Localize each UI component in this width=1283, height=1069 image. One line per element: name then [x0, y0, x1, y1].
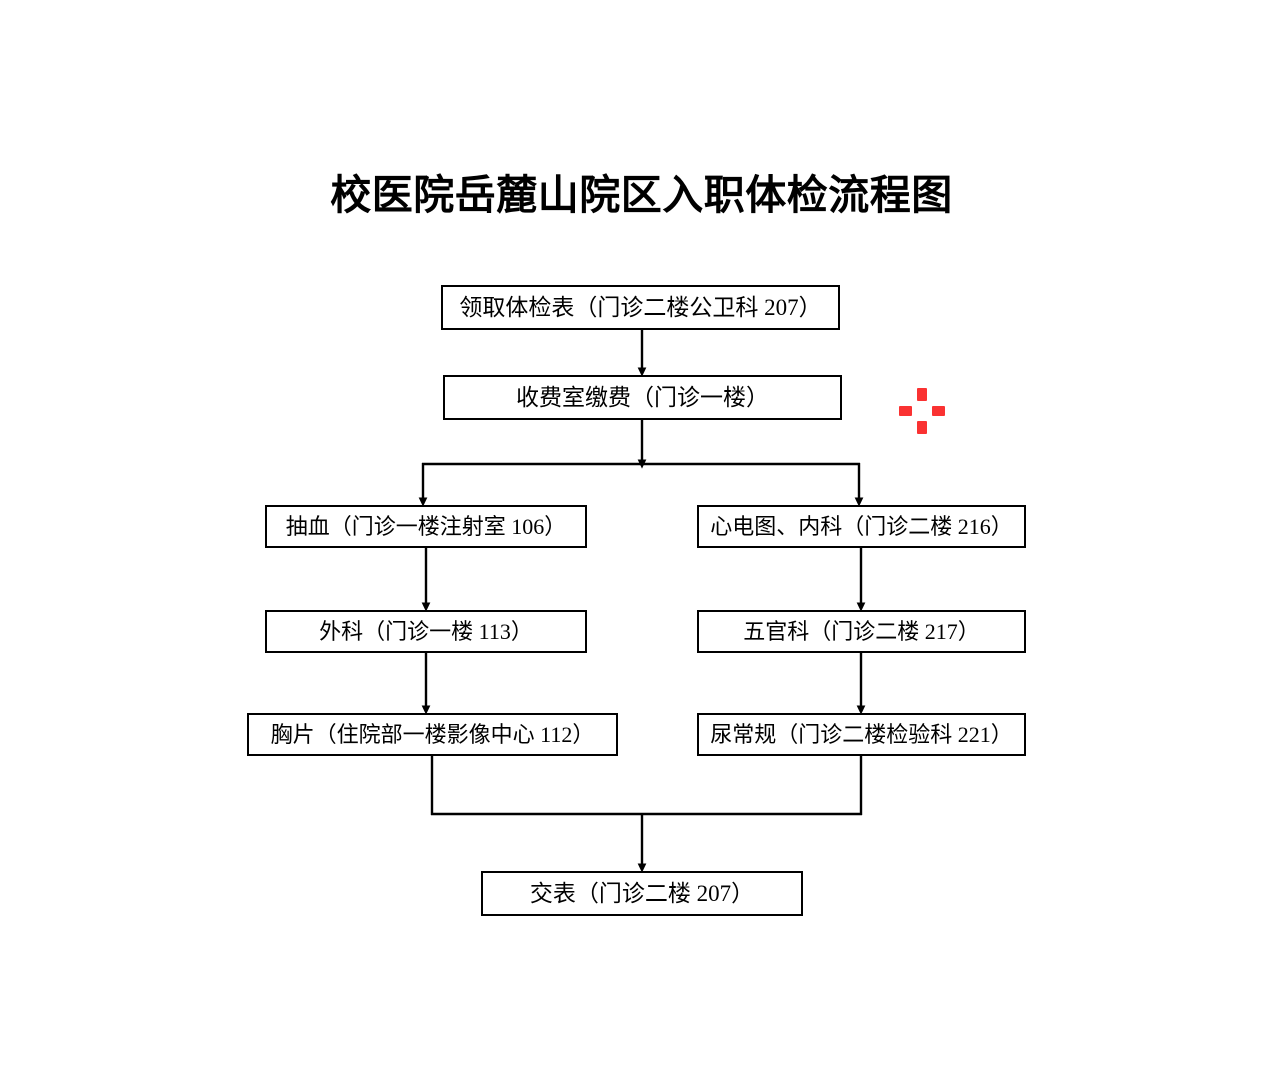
flow-node-waike[interactable]: 外科（门诊一楼 113）: [265, 610, 587, 653]
flow-node-xindiantu-neike[interactable]: 心电图、内科（门诊二楼 216）: [697, 505, 1026, 548]
flow-node-niaochanggui[interactable]: 尿常规（门诊二楼检验科 221）: [697, 713, 1026, 756]
crosshair-arm-left: [899, 406, 912, 416]
flow-node-jiaobiao[interactable]: 交表（门诊二楼 207）: [481, 871, 803, 916]
crosshair-arm-bottom: [917, 421, 927, 434]
page-title: 校医院岳麓山院区入职体检流程图: [330, 172, 953, 218]
crosshair-arm-top: [917, 388, 927, 401]
flow-node-lingqu-tijianbiao[interactable]: 领取体检表（门诊二楼公卫科 207）: [441, 285, 840, 330]
crosshair-cursor-icon: [899, 388, 945, 434]
flow-node-shoufeishi-jiaofei[interactable]: 收费室缴费（门诊一楼）: [443, 375, 842, 420]
flow-node-xiongpian[interactable]: 胸片（住院部一楼影像中心 112）: [247, 713, 618, 756]
flow-node-chouxue[interactable]: 抽血（门诊一楼注射室 106）: [265, 505, 587, 548]
crosshair-arm-right: [932, 406, 945, 416]
flow-node-wuguanke[interactable]: 五官科（门诊二楼 217）: [697, 610, 1026, 653]
